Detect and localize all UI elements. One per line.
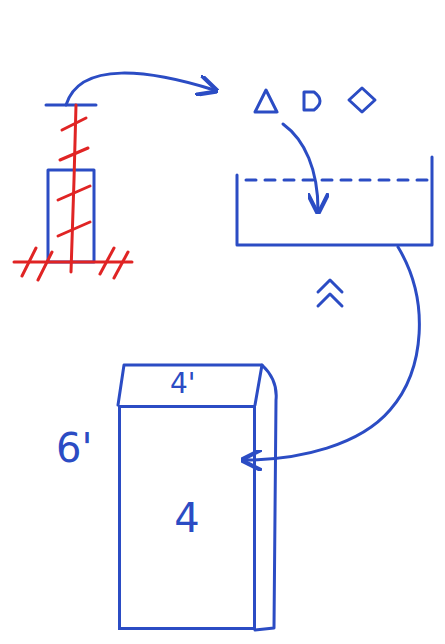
node-text: 4 bbox=[174, 498, 199, 538]
chevron bbox=[318, 280, 342, 292]
lift-arrow bbox=[66, 73, 214, 105]
red-ground-line bbox=[14, 261, 132, 264]
box-side-face bbox=[255, 365, 276, 630]
red-tick bbox=[58, 222, 90, 236]
tray bbox=[237, 157, 432, 245]
post-top bbox=[46, 104, 96, 107]
box-front-face: 4 bbox=[118, 405, 256, 630]
box-top-face bbox=[118, 365, 262, 405]
red-tick bbox=[100, 248, 114, 274]
red-tick bbox=[60, 148, 88, 160]
chevron bbox=[318, 294, 342, 306]
dimension-label: 4' bbox=[170, 370, 196, 398]
d-shape bbox=[304, 92, 320, 110]
return-arrow bbox=[245, 247, 419, 460]
fill-line bbox=[246, 179, 430, 182]
triangle-shape bbox=[255, 90, 277, 112]
drop-arrow bbox=[283, 124, 318, 210]
dimension-label: 6' bbox=[56, 428, 92, 468]
red-post-line bbox=[71, 105, 76, 272]
red-tick bbox=[62, 118, 86, 130]
red-tick bbox=[58, 186, 90, 200]
diamond-shape bbox=[349, 88, 375, 112]
red-tick bbox=[22, 248, 36, 276]
red-tick bbox=[114, 252, 128, 278]
red-tick bbox=[38, 252, 52, 280]
